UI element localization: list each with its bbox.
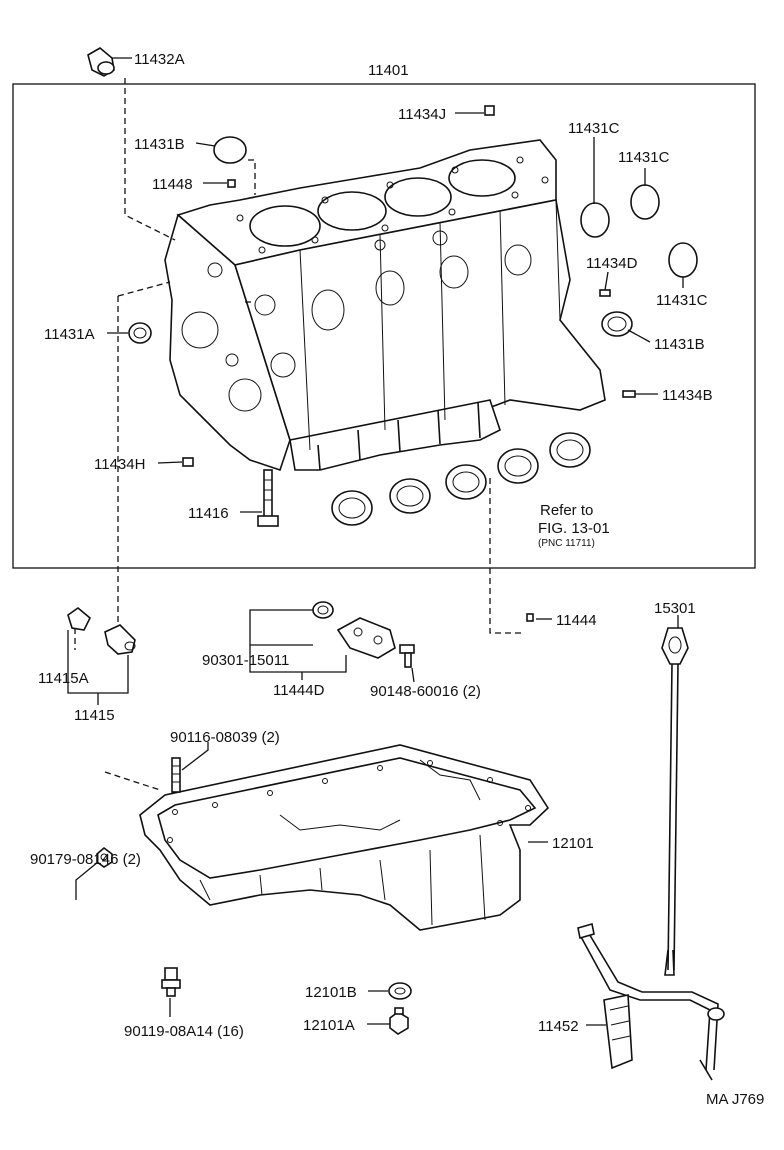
label-90179: 90179-08146 (2) (30, 851, 141, 868)
fitting-11415 (104, 624, 136, 655)
label-15301: 15301 (654, 600, 696, 617)
dipstick-15301 (661, 627, 689, 976)
fitting-11415A (67, 606, 91, 631)
dashed-connectors (74, 78, 525, 791)
label-11431B-right: 11431B (654, 336, 705, 353)
label-12101: 12101 (552, 835, 594, 852)
label-11416: 11416 (188, 505, 229, 522)
stud-90116 (171, 757, 181, 793)
assembly-frame (12, 83, 756, 569)
bolt-90119 (161, 967, 181, 997)
guide-tube-11452 (577, 922, 725, 1081)
label-11431B-top: 11431B (134, 136, 185, 153)
plug-11431C-3 (668, 242, 698, 278)
label-11444: 11444 (556, 612, 597, 629)
label-11452: 11452 (538, 1018, 579, 1035)
label-refer-3: (PNC 11711) (538, 538, 595, 549)
label-11431C-2: 11431C (618, 149, 670, 166)
label-90148: 90148-60016 (2) (370, 683, 481, 700)
label-11444D: 11444D (273, 682, 325, 699)
pin-11434H (182, 457, 194, 467)
label-11431C-3: 11431C (656, 292, 708, 309)
gasket-12101B (388, 982, 412, 1000)
label-11434B: 11434B (662, 387, 713, 404)
label-90119: 90119-08A14 (16) (124, 1023, 244, 1040)
drain-plug-12101A (389, 1007, 409, 1035)
plug-11431B-right (601, 311, 633, 337)
plug-11431A (128, 322, 152, 344)
bracket-11444D (249, 645, 347, 673)
oil-strainer-11444D (312, 601, 396, 659)
pin-11444 (526, 613, 534, 622)
label-11431C-1: 11431C (568, 120, 620, 137)
part-labels: 11432A 11401 11434J 11431C 11431B 11431C… (30, 51, 764, 1108)
label-12101B: 12101B (305, 984, 357, 1001)
leader-lines (107, 57, 684, 513)
label-refer-2: FIG. 13-01 (538, 520, 610, 537)
pin-11434D (599, 289, 611, 297)
bolt-11416 (257, 469, 279, 527)
label-90116: 90116-08039 (2) (170, 729, 280, 746)
label-12101A: 12101A (303, 1017, 355, 1034)
label-11432A: 11432A (134, 51, 185, 68)
fitting-11432A (87, 47, 115, 77)
oil-pan-12101 (139, 744, 550, 931)
plug-11431C-2 (630, 184, 660, 220)
plug-11431C-1 (580, 202, 610, 238)
pin-11434B (622, 390, 636, 398)
label-11431A: 11431A (44, 326, 95, 343)
label-11434H: 11434H (94, 456, 145, 473)
label-90301: 90301-15011 (202, 652, 289, 669)
label-refer-1: Refer to (540, 502, 593, 519)
label-11415: 11415 (74, 707, 115, 724)
pin-11434J (484, 105, 495, 116)
label-figure-code: MA J769 (706, 1091, 764, 1108)
label-11434D: 11434D (586, 255, 638, 272)
plug-11431B-top (213, 136, 247, 164)
bolt-90148 (399, 644, 415, 668)
main-bearings (331, 432, 591, 526)
label-11434J: 11434J (398, 106, 446, 123)
pin-11448 (227, 179, 236, 188)
label-11415A: 11415A (38, 670, 89, 687)
label-11401: 11401 (368, 62, 409, 79)
label-11448: 11448 (152, 176, 193, 193)
cylinder-block (164, 139, 606, 472)
